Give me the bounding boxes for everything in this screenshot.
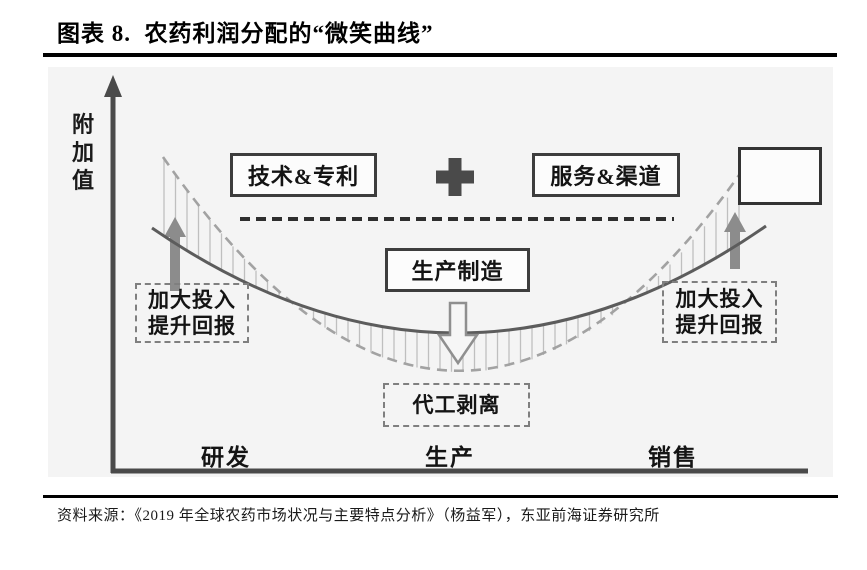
y-axis-label: 附加值 — [71, 112, 94, 193]
y-axis-arrowhead-icon — [104, 75, 122, 97]
footer-divider — [43, 495, 838, 498]
manufacturing-box: 生产制造 — [385, 248, 530, 292]
down-arrow-icon — [436, 301, 480, 366]
left-up-arrow-icon — [164, 217, 186, 291]
tech-patent-box: 技术&专利 — [230, 153, 377, 197]
oem-spinoff-dashed-box: 代工剥离 — [383, 383, 530, 427]
dashed-smile-curve — [161, 156, 753, 373]
invest-return-left-dashed-box: 加大投入 提升回报 — [135, 283, 249, 343]
invest-left-line1: 加大投入 — [148, 288, 236, 312]
service-channel-box: 服务&渠道 — [532, 153, 680, 197]
x-axis-label-sales: 销售 — [648, 445, 698, 470]
highlight-empty-box — [738, 147, 822, 205]
invest-left-line2: 提升回报 — [148, 314, 236, 338]
x-axis-label-rd: 研发 — [201, 445, 251, 470]
invest-right-line2: 提升回报 — [675, 313, 764, 337]
source-note: 资料来源：《2019 年全球农药市场状况与主要特点分析》（杨益军），东亚前海证券… — [57, 508, 660, 524]
x-axis-label-production: 生产 — [425, 445, 475, 470]
hatch-shading — [163, 158, 740, 372]
figure-title: 图表 8. 农药利润分配的“微笑曲线” — [57, 21, 434, 46]
invest-right-line1: 加大投入 — [675, 287, 764, 311]
smile-curve-figure — [104, 75, 808, 474]
smile-curve-chart-panel: 附加值 技术&专利 服务&渠道 生产制造 代工剥离 加大投入 提升回报 加大投入… — [48, 67, 833, 477]
invest-return-right-dashed-box: 加大投入 提升回报 — [662, 281, 777, 343]
right-up-arrow-icon — [724, 212, 746, 269]
title-underline — [43, 53, 837, 57]
plus-icon — [436, 158, 474, 196]
